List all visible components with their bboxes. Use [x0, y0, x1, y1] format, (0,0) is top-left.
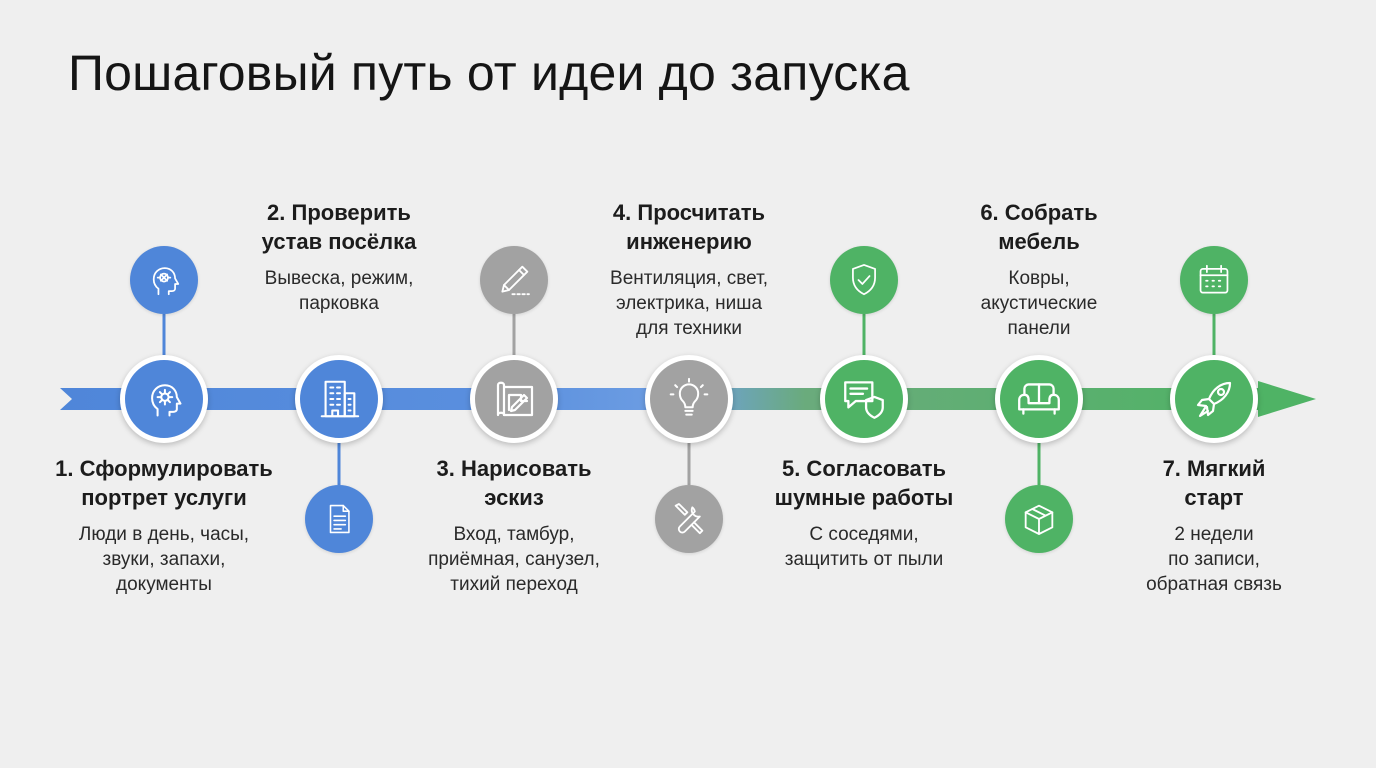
step-1-secondary-node	[130, 246, 198, 314]
calendar-icon	[1195, 261, 1233, 299]
step-4-main-node	[645, 355, 733, 443]
timeline-arrowhead	[1258, 381, 1316, 417]
step-5-main-node	[820, 355, 908, 443]
head-gear-icon	[142, 377, 186, 421]
step-description: Ковры, акустические панели	[980, 268, 1098, 339]
chat-shield-icon	[839, 374, 889, 424]
blueprint-icon	[490, 375, 538, 423]
rocket-icon	[1190, 375, 1238, 423]
step-description: 2 недели по записи, обратная связь	[1146, 524, 1282, 595]
step-7-main-node	[1170, 355, 1258, 443]
step-2-main-node	[295, 355, 383, 443]
step-1-main-node	[120, 355, 208, 443]
shield-check-icon	[845, 261, 883, 299]
step-description: Вход, тамбур, приёмная, санузел, тихий п…	[428, 524, 600, 595]
step-7-text: 7. Мягкий старт 2 недели по записи, обрат…	[1094, 454, 1334, 597]
step-3-secondary-node	[480, 246, 548, 314]
step-title: 3. Нарисовать эскиз	[436, 456, 592, 510]
lightbulb-icon	[667, 377, 711, 421]
document-icon	[322, 502, 356, 536]
step-description: Вывеска, режим, парковка	[264, 268, 414, 314]
step-description: Вентиляция, свет, электрика, ниша для те…	[610, 268, 768, 339]
step-5-secondary-node	[830, 246, 898, 314]
step-description: Люди в день, часы, звуки, запахи, докуме…	[78, 524, 250, 595]
sofa-icon	[1014, 374, 1064, 424]
step-title: 2. Проверить устав посёлка	[261, 200, 417, 254]
step-title: 4. Просчитать инженерию	[612, 200, 766, 254]
pencil-icon	[494, 260, 534, 300]
step-6-secondary-node	[1005, 485, 1073, 553]
building-icon	[316, 376, 362, 422]
step-title: 7. Мягкий старт	[1162, 456, 1266, 510]
box-icon	[1019, 499, 1059, 539]
step-4-secondary-node	[655, 485, 723, 553]
page-title: Пошаговый путь от идеи до запуска	[68, 45, 910, 101]
step-3-main-node	[470, 355, 558, 443]
step-title: 6. Собрать мебель	[980, 200, 1098, 254]
tools-icon	[669, 499, 709, 539]
head-brain-icon	[145, 261, 183, 299]
step-title: 1. Сформулировать портрет услуги	[55, 456, 273, 510]
step-2-secondary-node	[305, 485, 373, 553]
step-6-main-node	[995, 355, 1083, 443]
step-7-secondary-node	[1180, 246, 1248, 314]
step-description: С соседями, защитить от пыли	[784, 524, 944, 570]
step-5-text: 5. Согласовать шумные работы С соседями, …	[744, 454, 984, 572]
step-title: 5. Согласовать шумные работы	[774, 456, 954, 510]
